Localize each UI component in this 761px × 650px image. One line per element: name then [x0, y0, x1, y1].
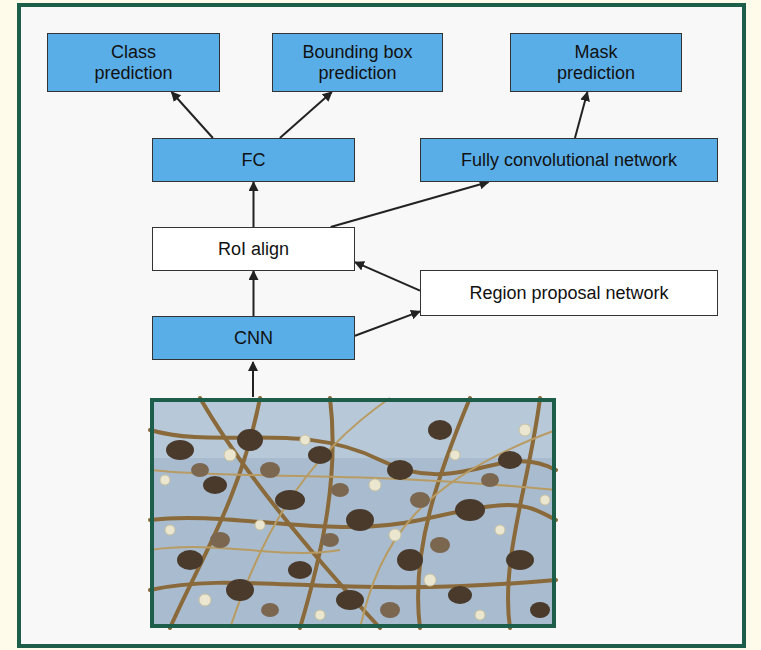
box-label: Mask prediction	[536, 42, 656, 84]
box-label: RoI align	[218, 239, 289, 260]
connector-arrow	[355, 311, 420, 335]
connector-arrow	[253, 182, 255, 227]
box-label: Fully convolutional network	[461, 150, 677, 171]
box-label: Bounding box prediction	[298, 42, 418, 84]
layer-box: FC	[152, 138, 355, 182]
connector-arrow	[355, 262, 420, 291]
box-label: Region proposal network	[469, 283, 668, 304]
connector-arrow	[575, 92, 587, 138]
input-arrow	[252, 362, 254, 397]
layer-box: CNN	[152, 316, 355, 360]
output-box: Mask prediction	[510, 33, 682, 92]
box-label: CNN	[234, 328, 273, 349]
connector-arrow	[280, 92, 332, 138]
root-photo	[150, 398, 556, 628]
box-label: Class prediction	[74, 42, 194, 84]
process-box: RoI align	[152, 227, 355, 271]
connector-arrow	[172, 92, 213, 138]
layer-box: Fully convolutional network	[420, 138, 718, 182]
output-box: Class prediction	[47, 33, 220, 92]
connector-arrow	[253, 271, 255, 316]
output-box: Bounding box prediction	[272, 33, 443, 92]
connector-arrow	[331, 182, 489, 227]
process-box: Region proposal network	[420, 270, 718, 316]
box-label: FC	[242, 150, 266, 171]
